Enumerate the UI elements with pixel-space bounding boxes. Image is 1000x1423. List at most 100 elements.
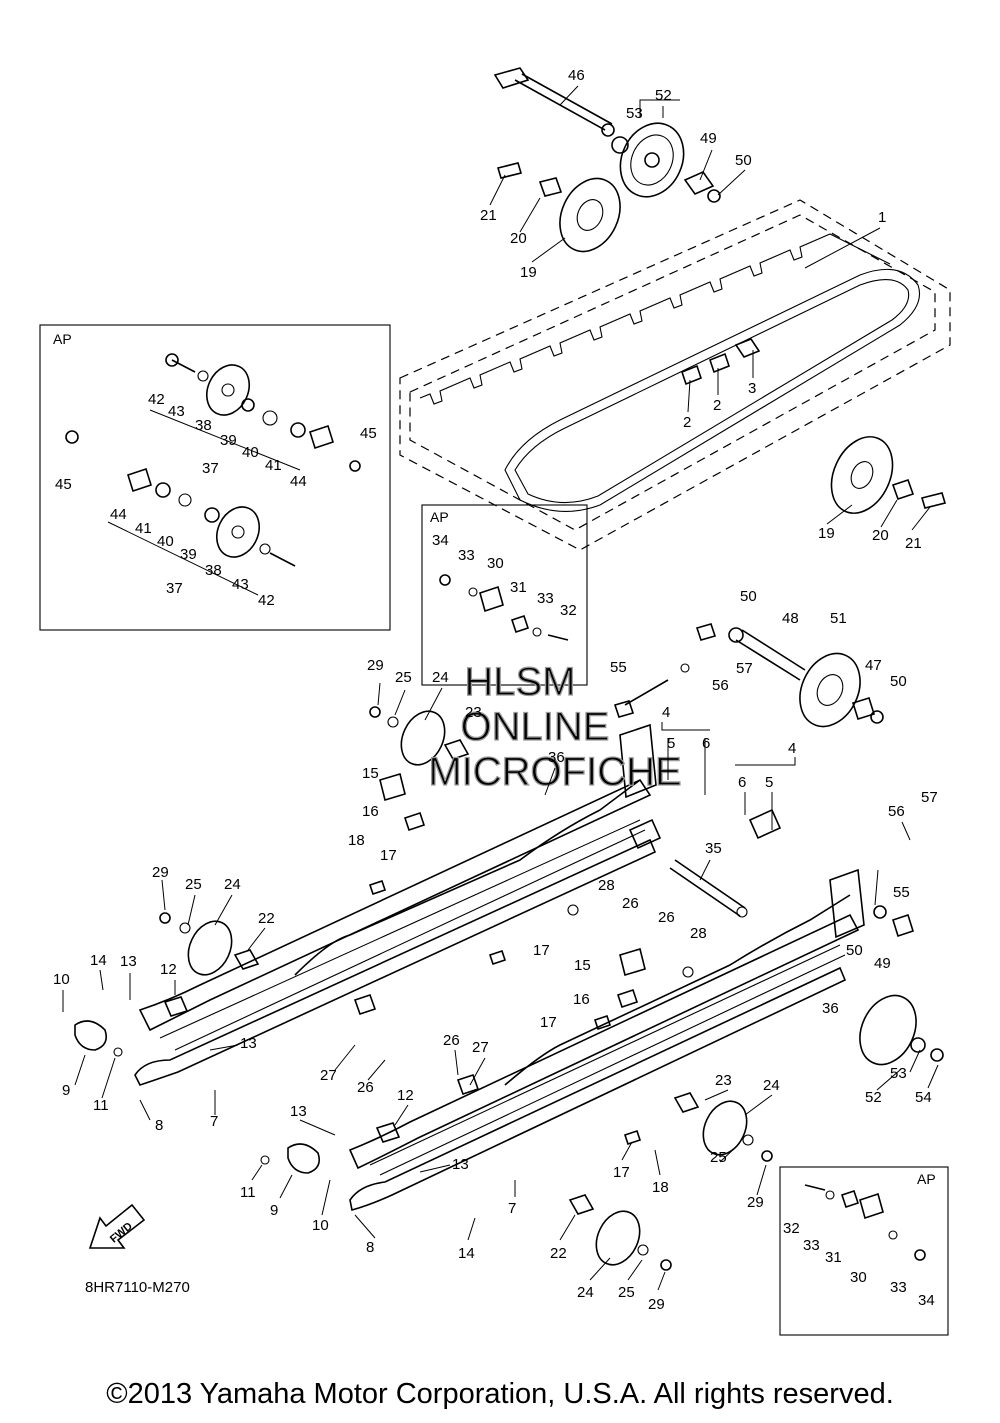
part-label: 4	[788, 740, 796, 757]
part-label: 40	[242, 444, 259, 461]
part-label: 32	[560, 602, 577, 619]
part-label: 8	[366, 1239, 374, 1256]
ap-box-right	[779, 1166, 949, 1336]
part-label: 43	[232, 576, 249, 593]
part-label: 37	[166, 580, 183, 597]
part-label: 19	[520, 264, 537, 281]
part-label: 55	[610, 659, 627, 676]
part-label: 36	[822, 1000, 839, 1017]
part-label: 50	[846, 942, 863, 959]
part-label: 20	[510, 230, 527, 247]
part-label: 13	[290, 1103, 307, 1120]
watermark-line-2: ONLINE	[461, 705, 610, 749]
part-label: 17	[613, 1164, 630, 1181]
part-label: 19	[818, 525, 835, 542]
part-label: 2	[713, 397, 721, 414]
part-label: 22	[258, 910, 275, 927]
part-label: 20	[872, 527, 889, 544]
part-label: 22	[550, 1245, 567, 1262]
part-label: 27	[472, 1039, 489, 1056]
part-number-labels: 46 52 53 49 50 1 21 20 19 3 2 2 19 20 21…	[53, 67, 938, 1313]
part-label: 50	[735, 152, 752, 169]
part-label: 17	[380, 847, 397, 864]
part-label: 31	[510, 579, 527, 596]
part-label: 26	[357, 1079, 374, 1096]
part-label: 23	[715, 1072, 732, 1089]
part-label: 39	[180, 546, 197, 563]
part-label: 54	[915, 1089, 932, 1106]
part-label: 26	[622, 895, 639, 912]
part-label: 38	[195, 417, 212, 434]
part-label: 52	[865, 1089, 882, 1106]
part-label: 13	[120, 953, 137, 970]
part-label: 39	[220, 432, 237, 449]
part-label: 17	[533, 942, 550, 959]
part-label: 2	[683, 414, 691, 431]
part-label: 9	[270, 1202, 278, 1219]
part-label: 48	[782, 610, 799, 627]
copyright-notice: ©2013 Yamaha Motor Corporation, U.S.A. A…	[106, 1378, 894, 1410]
part-label: 29	[747, 1194, 764, 1211]
part-label: 25	[395, 669, 412, 686]
track-clips	[681, 338, 761, 386]
ap-box-left	[39, 324, 391, 631]
part-label: 46	[568, 67, 585, 84]
part-label: 10	[53, 971, 70, 988]
part-label: 56	[888, 803, 905, 820]
part-label: 17	[540, 1014, 557, 1031]
fwd-label: FWD	[108, 1220, 135, 1245]
part-label: 12	[160, 961, 177, 978]
part-label: 5	[765, 774, 773, 791]
part-label: 27	[320, 1067, 337, 1084]
part-label: 44	[290, 473, 307, 490]
part-label: 38	[205, 562, 222, 579]
part-label: 15	[362, 765, 379, 782]
watermark-line-1: HLSM	[464, 660, 575, 704]
part-label: 28	[598, 877, 615, 894]
part-label: 33	[890, 1279, 907, 1296]
part-label: 12	[397, 1087, 414, 1104]
part-label: 25	[185, 876, 202, 893]
part-label: 18	[348, 832, 365, 849]
part-label: 56	[712, 677, 729, 694]
part-label: 51	[830, 610, 847, 627]
part-label: 52	[655, 87, 672, 104]
part-label: 21	[905, 535, 922, 552]
part-label: 29	[648, 1296, 665, 1313]
part-label: 40	[157, 533, 174, 550]
part-label: 16	[573, 991, 590, 1008]
part-label: 7	[508, 1200, 516, 1217]
part-label: 41	[265, 457, 282, 474]
part-label: 25	[618, 1284, 635, 1301]
ap-label-middle: AP	[430, 509, 449, 525]
part-label: 14	[90, 952, 107, 969]
part-label: 33	[537, 590, 554, 607]
part-label: 34	[432, 532, 449, 549]
part-label: 25	[710, 1149, 727, 1166]
part-label: 4	[662, 704, 670, 721]
part-label: 35	[705, 840, 722, 857]
guide-wheels	[159, 706, 944, 1271]
diagram-code: 8HR7110-M270	[85, 1279, 190, 1296]
part-label: 32	[783, 1220, 800, 1237]
watermark-line-3: MICROFICHE	[428, 750, 681, 794]
part-label: 5	[667, 735, 675, 752]
part-label: 13	[452, 1156, 469, 1173]
part-label: 10	[312, 1217, 329, 1234]
slide-rails	[134, 723, 865, 1212]
part-label: 29	[367, 657, 384, 674]
part-label: 42	[148, 391, 165, 408]
leader-lines	[62, 85, 939, 1291]
part-label: 11	[93, 1097, 109, 1114]
part-label: 24	[763, 1077, 780, 1094]
watermark: HLSM ONLINE MICROFICHE	[428, 659, 683, 794]
part-label: 53	[626, 105, 643, 122]
part-label: 29	[152, 864, 169, 881]
part-label: 50	[890, 673, 907, 690]
part-label: 24	[432, 669, 449, 686]
part-label: 31	[825, 1249, 842, 1266]
part-label: 30	[487, 555, 504, 572]
part-label: 49	[874, 955, 891, 972]
ap-label-right: AP	[917, 1171, 936, 1187]
